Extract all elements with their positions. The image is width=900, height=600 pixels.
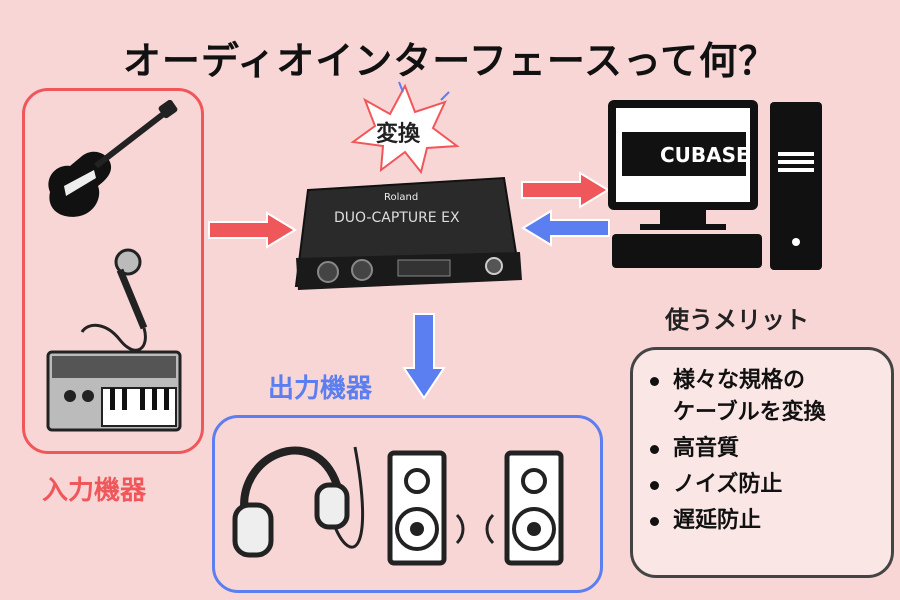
- page-title: オーディオインターフェースって何？: [122, 39, 778, 83]
- output-devices-illustrations: [232, 446, 564, 566]
- software-logo: CUBASE: [660, 143, 750, 167]
- headphones-icon: [232, 446, 365, 558]
- merits-list: 様々な規格の ケーブルを変換 高音質 ノイズ防止 遅延防止: [650, 365, 890, 541]
- bullet-icon: [650, 481, 659, 490]
- merits-frame: [630, 347, 894, 578]
- arrow-down-icon: [402, 313, 446, 400]
- speaker-icon-left: [387, 450, 447, 566]
- merit-item: 遅延防止: [650, 505, 890, 537]
- output-devices-frame: [212, 415, 603, 593]
- output-devices-label: 出力機器: [268, 374, 373, 404]
- merit-item: 高音質: [650, 433, 890, 465]
- convert-label: 変換: [376, 122, 421, 147]
- arrow-from-computer-icon: [521, 209, 610, 247]
- input-devices-illustrations: [46, 100, 182, 432]
- bullet-icon: [650, 445, 659, 454]
- speaker-icon-right: [504, 450, 564, 566]
- bullet-icon: [650, 517, 659, 526]
- midi-keyboard-icon: [46, 350, 182, 432]
- arrow-right-icon: [208, 211, 297, 249]
- device-model: DUO-CAPTURE EX: [334, 210, 460, 226]
- computer-icon: CUBASE: [608, 100, 822, 270]
- device-brand: Roland: [384, 192, 418, 203]
- bullet-icon: [650, 377, 659, 386]
- arrow-to-computer-icon: [521, 171, 610, 209]
- audio-interface-device: Roland DUO-CAPTURE EX: [294, 176, 522, 290]
- merit-item: 様々な規格の ケーブルを変換: [650, 365, 890, 429]
- input-devices-frame: [22, 88, 204, 454]
- input-devices-label: 入力機器: [42, 476, 147, 506]
- electric-guitar-icon: [48, 100, 178, 217]
- microphone-icon: [80, 248, 148, 352]
- merits-title: 使うメリット: [665, 306, 809, 334]
- burst-icon: [350, 81, 460, 175]
- merit-item: ノイズ防止: [650, 469, 890, 501]
